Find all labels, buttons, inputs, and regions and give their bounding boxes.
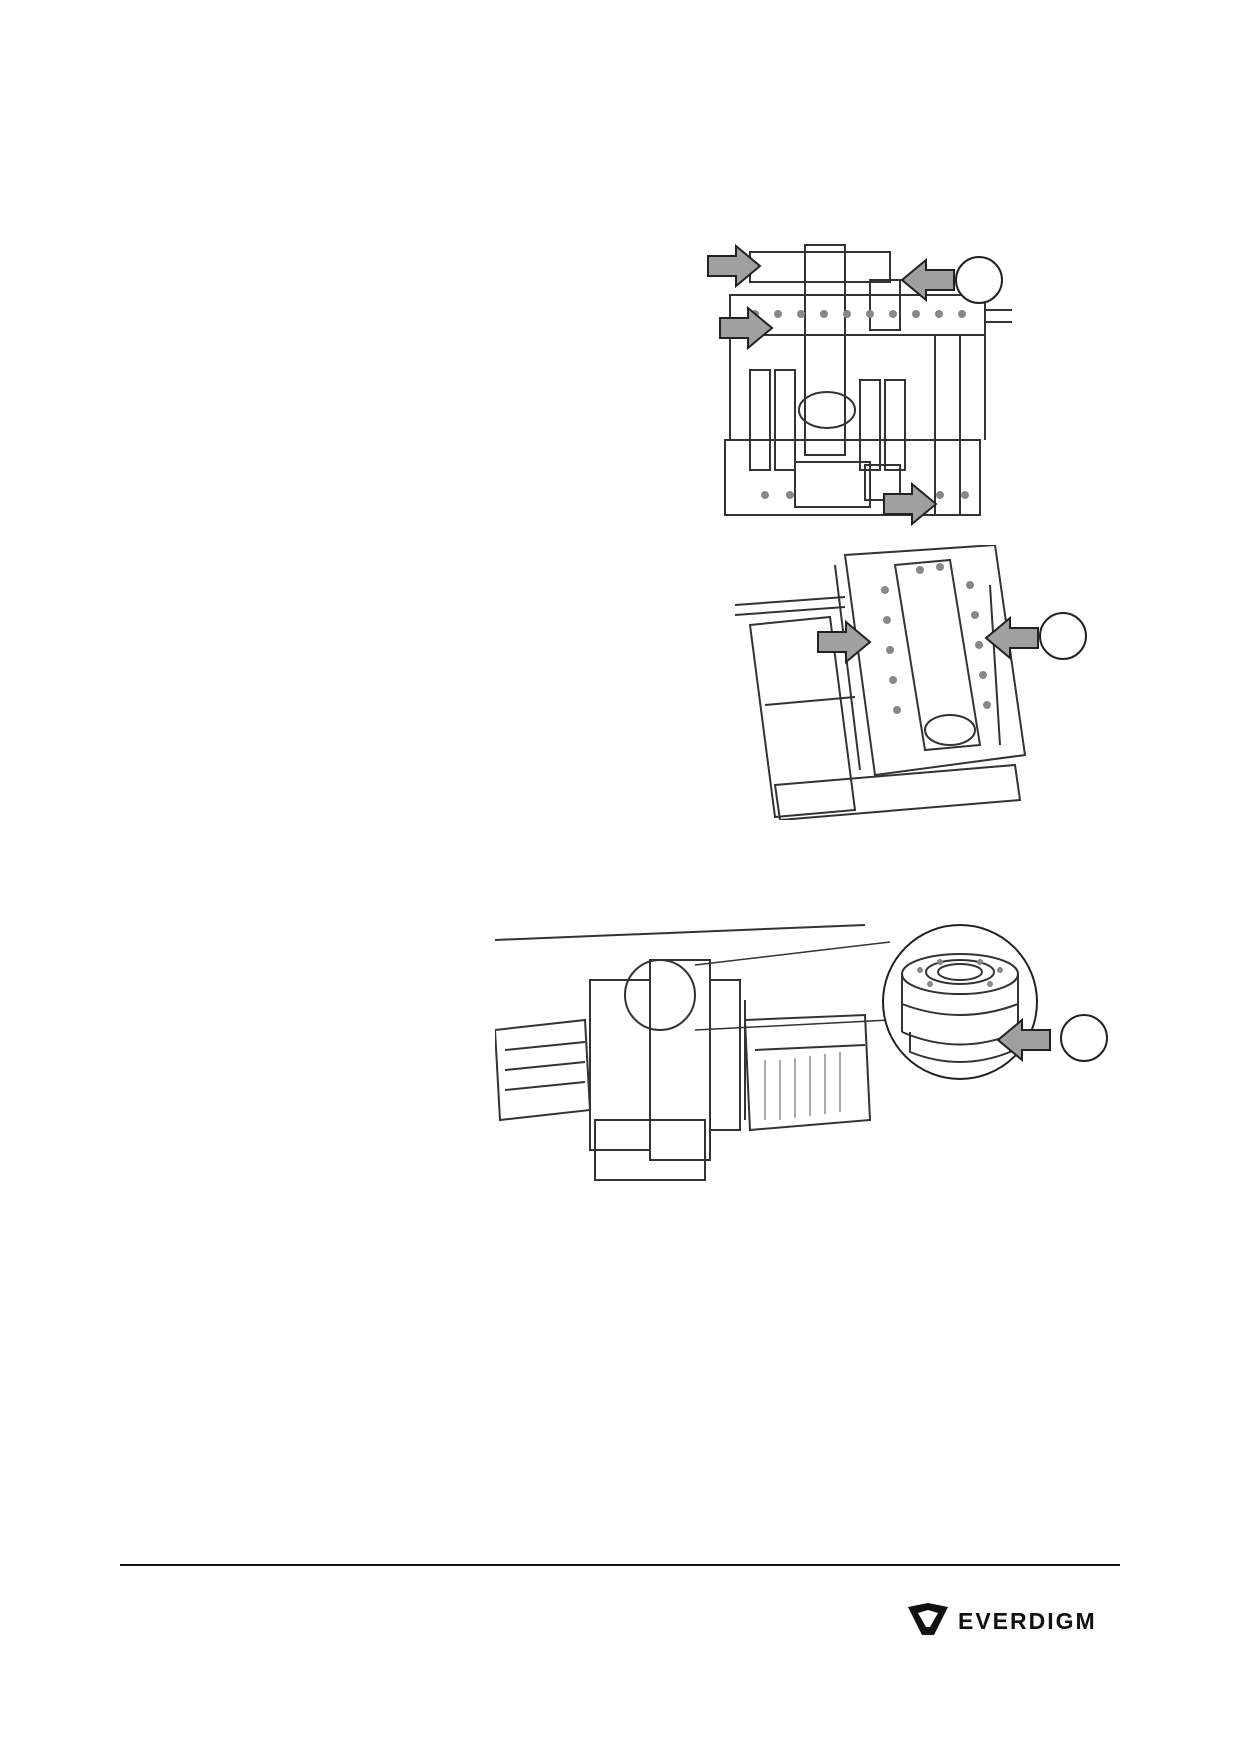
everdigm-logo-icon: [908, 1603, 948, 1635]
pointer-arrow-icon: [719, 306, 774, 350]
footer-divider: [120, 1564, 1120, 1566]
callout-circle: [1039, 612, 1087, 660]
pointer-arrow-icon: [817, 620, 872, 664]
rig-drawing: [495, 924, 872, 1181]
callout-circle: [955, 256, 1003, 304]
brand-name: EVERDIGM: [958, 1607, 1097, 1634]
rig-detail-figure: [495, 920, 875, 1190]
pointer-arrow-icon: [883, 482, 938, 526]
callout-circle: [1060, 1014, 1108, 1062]
brand-logo: EVERDIGM: [906, 1598, 1126, 1644]
pointer-arrow-icon: [900, 258, 955, 302]
pointer-arrow-icon: [984, 616, 1039, 660]
frame-angled-drawing: [735, 545, 1027, 820]
pointer-arrow-icon: [996, 1018, 1051, 1062]
frame-angled-figure: [735, 545, 1035, 820]
pointer-arrow-icon: [707, 244, 762, 288]
zoom-connector-lines: [694, 941, 891, 1031]
